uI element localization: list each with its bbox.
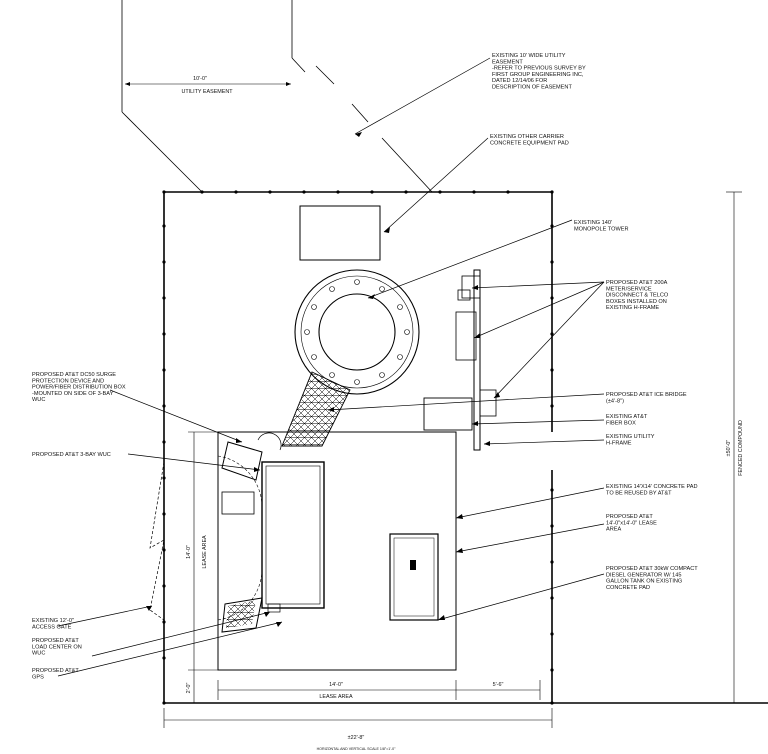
callout-gps: PROPOSED AT&T GPS [32,668,80,680]
diesel-generator [389,533,439,621]
3-bay-wuc [217,432,325,633]
existing-concrete-pad [217,431,457,671]
lease-width-dim: 14'-0" [329,682,343,688]
callout-ice-bridge: PROPOSED AT&T ICE BRIDGE (±4'-8") [606,392,688,404]
monopole-tower [294,269,420,395]
lease-height-dim: 14'-0" [186,545,192,559]
dimension-lines [163,191,742,728]
callout-surge-protection: PROPOSED AT&T DC50 SURGE PROTECTION DEVI… [32,372,127,403]
callout-easement: EXISTING 10' WIDE UTILITY EASEMENT -REFE… [492,53,587,91]
callout-concrete-pad: EXISTING 14'X14' CONCRETE PAD TO BE REUS… [606,484,699,496]
lease-area-vertical-label: LEASE AREA [202,535,208,569]
bottom-offset-dim: 2'-0" [186,683,192,694]
leader-lines [57,57,605,677]
right-offset-dim: 5'-6" [493,682,504,688]
fenced-height-dim: ±50'-0" [726,440,732,457]
access-gate [149,461,165,621]
easement-width-dim: 10'-0" [193,76,207,82]
callout-3-bay-wuc: PROPOSED AT&T 3-BAY WUC [32,452,111,458]
utility-easement-lines [121,0,433,193]
callout-generator: PROPOSED AT&T 30kW COMPACT DIESEL GENERA… [606,566,699,591]
callout-fiber-box: EXISTING AT&T FIBER BOX [606,414,649,426]
utility-easement-label: UTILITY EASEMENT [181,89,233,95]
scale-footnote: HORIZONTAL AND VERTICAL SCALE 1/8"=1'-0" [317,747,397,751]
callout-load-center: PROPOSED AT&T LOAD CENTER ON WUC [32,638,83,657]
ice-bridge [281,371,351,447]
callout-meter: PROPOSED AT&T 200A METER/SERVICE DISCONN… [606,280,670,311]
other-carrier-pad [299,205,381,261]
callout-other-carrier-pad: EXISTING OTHER CARRIER CONCRETE EQUIPMEN… [490,134,569,146]
fence-line [162,190,768,705]
utility-h-frame [455,269,497,451]
callout-monopole: EXISTING 140' MONOPOLE TOWER [574,220,629,232]
callout-lease-area: PROPOSED AT&T 14'-0"x14'-0" LEASE AREA [606,514,658,533]
callout-h-frame: EXISTING UTILITY H-FRAME [606,434,656,446]
fiber-box [423,397,473,431]
overall-width-dim: ±22'-8" [348,735,365,741]
fenced-compound-label: FENCED COMPOUND [738,420,744,476]
lease-area-label: LEASE AREA [319,694,353,700]
callout-access-gate: EXISTING 12'-0" ACCESS GATE [32,618,75,630]
